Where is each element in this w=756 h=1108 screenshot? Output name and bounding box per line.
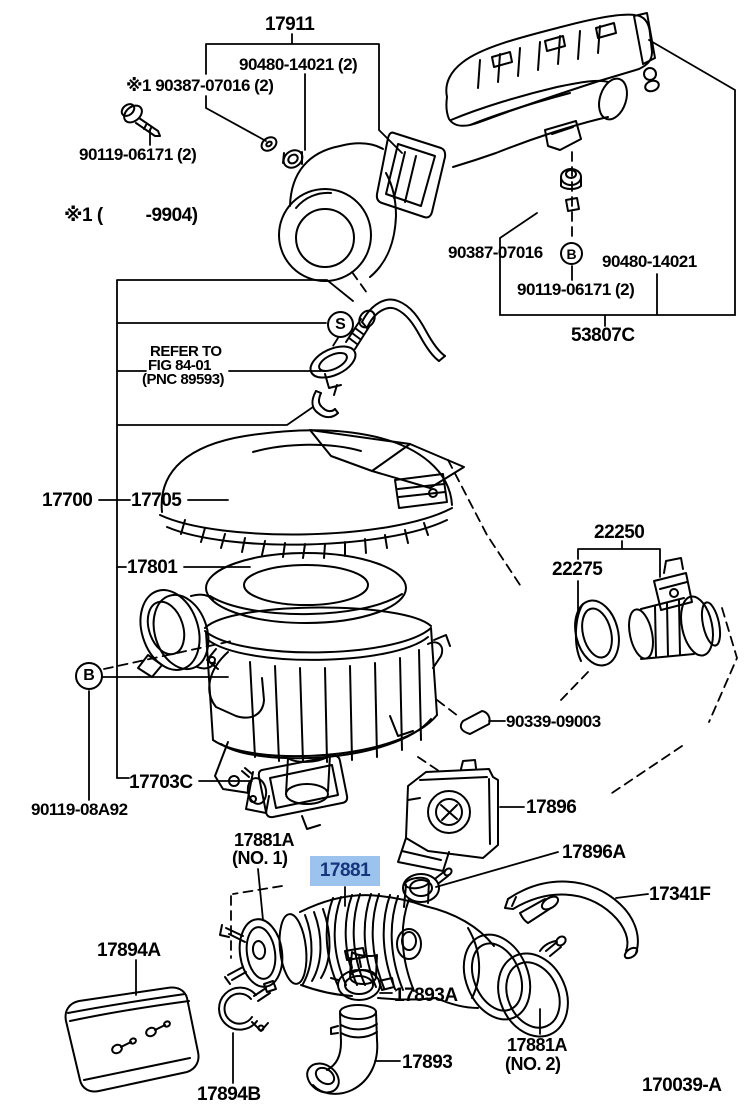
bracket-17896-art: [397, 759, 499, 872]
part-label-17881A-no1[interactable]: 17881A: [234, 830, 295, 850]
part-label-90480-14021[interactable]: 90480-14021: [602, 252, 697, 271]
resonator-17703C-art: [241, 754, 349, 830]
part-label-17881A-no2-sub[interactable]: (NO. 2): [505, 1054, 561, 1074]
part-label-17893A[interactable]: 17893A: [394, 985, 458, 1006]
note-refer-line3: (PNC 89593): [142, 371, 225, 388]
part-label-17896A[interactable]: 17896A: [562, 842, 626, 863]
part-label-17881A-no2[interactable]: 17881A: [507, 1035, 568, 1055]
part-label-17705[interactable]: 17705: [131, 490, 182, 511]
parts-artwork: [64, 12, 722, 1095]
circled-letter-B-duct: B: [560, 242, 583, 265]
part-label-53807C[interactable]: 53807C: [571, 325, 635, 346]
circled-letter-S-sensor: S: [327, 311, 354, 338]
part-label-90119-08A92[interactable]: 90119-08A92: [31, 800, 128, 819]
part-label-17911[interactable]: 17911: [265, 14, 315, 35]
part-label-90119-06171-left[interactable]: 90119-06171 (2): [79, 145, 197, 164]
part-label-17881A-no1-sub[interactable]: (NO. 1): [232, 848, 288, 868]
air-cleaner-housing-art: [137, 589, 451, 814]
part-label-17341F[interactable]: 17341F: [649, 884, 711, 905]
figure-code: 170039-A: [642, 1075, 722, 1096]
part-label-17703C[interactable]: 17703C: [129, 772, 193, 793]
air-duct-art: [445, 12, 660, 212]
part-label-17801[interactable]: 17801: [127, 557, 178, 578]
highlighted-part-label-17881[interactable]: 17881: [310, 856, 380, 886]
part-label-22250[interactable]: 22250: [594, 522, 645, 543]
clamp-17881A-no2-art: [497, 935, 569, 1038]
part-label-90339-09003[interactable]: 90339-09003: [506, 712, 601, 731]
callout-leader-lines: [88, 33, 736, 1084]
part-label-90387-07016-2[interactable]: ※1 90387-07016 (2): [126, 76, 274, 95]
part-label-17896[interactable]: 17896: [526, 797, 577, 818]
part-label-22275[interactable]: 22275: [552, 559, 603, 580]
sensor-and-hose-art: [309, 298, 446, 419]
clamp-17893A-art: [330, 947, 395, 1001]
note-refer-line2: FIG 84-01: [148, 357, 212, 374]
part-label-17700[interactable]: 17700: [42, 490, 93, 511]
part-label-90387-07016[interactable]: 90387-07016: [448, 243, 543, 262]
filter-element-art: [205, 552, 407, 624]
circled-letter-B-housing: B: [75, 662, 103, 690]
hose-17341F-art: [504, 880, 639, 960]
note-applicability: ※1 ( -9904): [64, 205, 198, 226]
air-inlet-snorkel-art: [260, 131, 447, 282]
part-label-17893[interactable]: 17893: [402, 1052, 453, 1073]
air-cleaner-cap-art: [159, 429, 465, 559]
elbow-hose-17893-art: [306, 1004, 379, 1095]
part-label-90119-06171-right[interactable]: 90119-06171 (2): [517, 280, 635, 299]
part-label-17894B[interactable]: 17894B: [197, 1084, 261, 1105]
part-label-90480-14021-2[interactable]: 90480-14021 (2): [239, 55, 358, 74]
dashed-reference-lines: [103, 151, 738, 959]
note-refer-line1: REFER TO: [150, 343, 222, 360]
clamp-17894B-art: [218, 980, 277, 1032]
pin-art: [459, 710, 491, 735]
bolt-art: [120, 103, 161, 137]
part-label-17894A[interactable]: 17894A: [97, 940, 161, 961]
maf-meter-art: [574, 557, 722, 667]
resonator-box-17894A-art: [64, 986, 200, 1093]
